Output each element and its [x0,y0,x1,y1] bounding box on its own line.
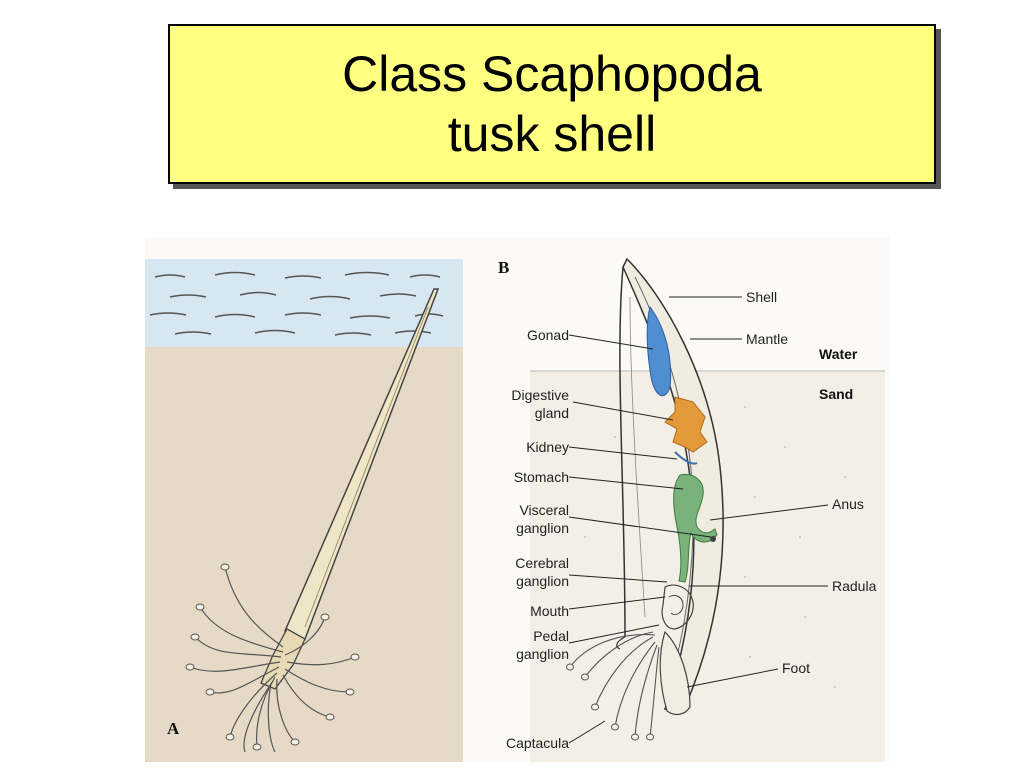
label-gland: gland [535,405,569,421]
title-line-1: Class Scaphopoda [342,46,762,102]
captacula-tips-a [185,563,360,751]
slide-title: Class Scaphopoda tusk shell [168,24,936,184]
anatomy-diagram: A B [145,257,885,762]
kidney-organ [674,451,698,465]
label-cerebral: Cerebral [515,555,569,571]
label-gonad: Gonad [527,327,569,343]
label-digestive: Digestive [511,387,569,403]
captacula-tips-b [566,663,654,741]
panel-b-letter: B [498,258,509,277]
foot-b [659,630,691,716]
sand-speckle [564,406,846,688]
label-foot: Foot [782,660,810,676]
label-captacula: Captacula [506,735,569,751]
digestive-gland-organ [664,396,708,453]
label-mantle: Mantle [746,331,788,347]
label-shell: Shell [746,289,777,305]
label-radula: Radula [832,578,877,594]
tusk-shell-figure: A B [145,237,890,762]
label-visceral: Visceral [519,502,569,518]
panel-a-letter: A [167,719,180,738]
panel-a: A [145,259,463,762]
label-kidney: Kidney [526,439,569,455]
label-stomach: Stomach [514,469,569,485]
water-waves [149,271,444,336]
leader-lines [568,296,829,744]
label-visceral-ganglion: ganglion [516,520,569,536]
visceral-ganglion-organ [710,536,716,542]
foot-a [260,628,306,690]
sand-layer [145,347,463,762]
label-pedal: Pedal [533,628,569,644]
buccal-region [661,584,694,630]
label-anus: Anus [832,496,864,512]
label-water: Water [819,346,858,362]
captacula-b [569,631,660,738]
label-pedal-ganglion: ganglion [516,646,569,662]
label-cerebral-ganglion: ganglion [516,573,569,589]
gonad-organ [646,305,672,397]
captacula-a [189,566,356,753]
panel-b: B [498,257,885,762]
title-line-2: tusk shell [447,106,657,162]
label-sand: Sand [819,386,853,402]
label-mouth: Mouth [530,603,569,619]
